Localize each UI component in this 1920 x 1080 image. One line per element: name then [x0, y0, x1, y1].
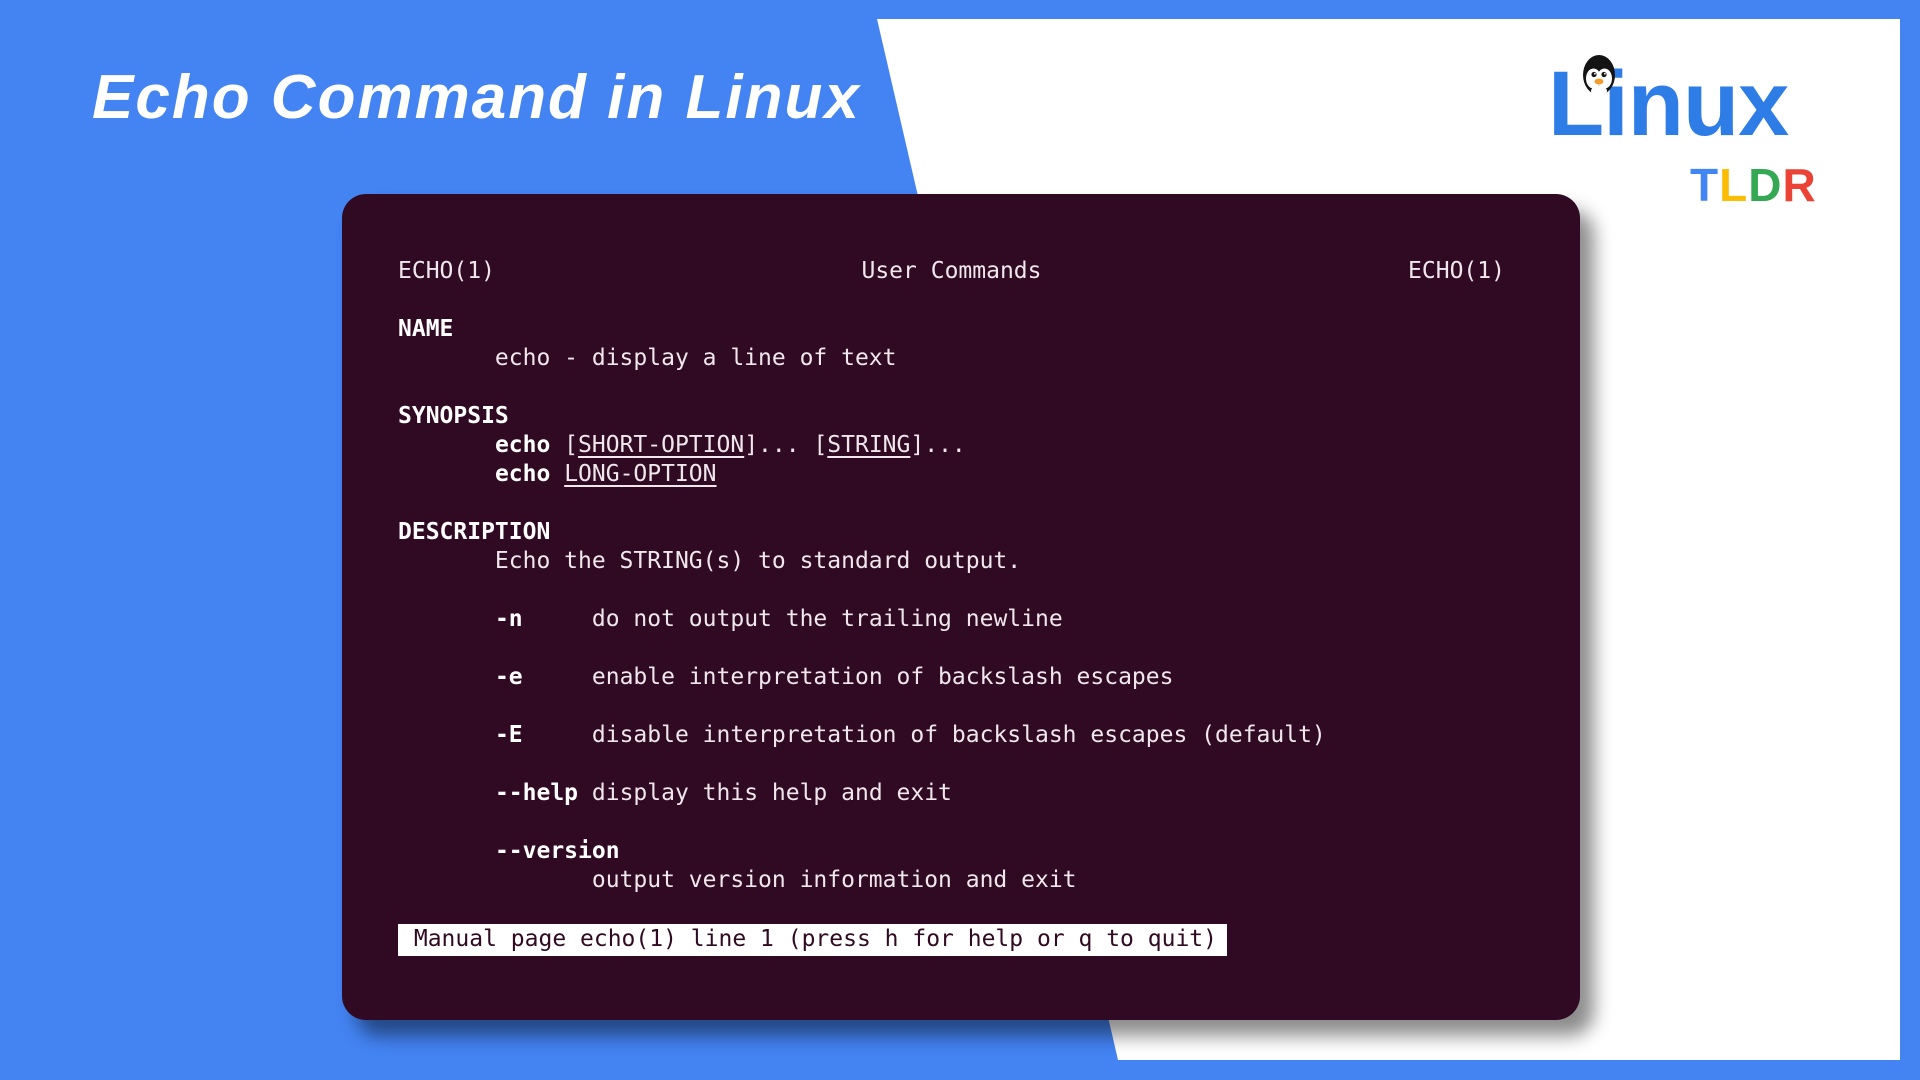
man-page-line: [398, 750, 1505, 779]
man-page-line: [398, 489, 1505, 518]
man-page-line: output version information and exit: [398, 867, 1077, 893]
man-page-line: Echo the STRING(s) to standard output.: [398, 548, 1022, 574]
man-page-line: -e enable interpretation of backslash es…: [494, 664, 1174, 690]
man-page-line: --version: [494, 838, 620, 864]
brand-subtitle-letter: R: [1782, 159, 1817, 211]
man-page-line: [398, 692, 1505, 721]
man-page-line: echo - display a line of text: [398, 345, 897, 371]
terminal-window[interactable]: ECHO(1) User Commands ECHO(1) NAME echo …: [342, 194, 1580, 1020]
man-header-center: User Commands: [861, 258, 1042, 284]
page-title: Echo Command in Linux: [92, 63, 861, 132]
man-page-line: echo [SHORT-OPTION]... [STRING]...: [494, 432, 966, 458]
man-page-line: echo LONG-OPTION: [494, 461, 717, 487]
man-page-line: -n do not output the trailing newline: [494, 606, 1063, 632]
penguin-icon: [1583, 55, 1615, 96]
status-row: Manual page echo(1) line 1 (press h for …: [398, 924, 1505, 956]
man-page-line: [398, 286, 1505, 315]
brand-logo: Linux TLDR: [1548, 55, 1848, 208]
man-page-line: [398, 634, 1505, 663]
man-page-line: [398, 895, 1505, 924]
man-header-left: ECHO(1): [398, 258, 495, 284]
man-page-line: DESCRIPTION: [398, 519, 551, 545]
man-page-line: [398, 576, 1505, 605]
man-page-line: NAME: [398, 316, 454, 342]
brand-subtitle: TLDR: [1690, 162, 1817, 208]
man-page-line: [398, 373, 1505, 402]
brand-subtitle-letter: T: [1690, 159, 1720, 211]
man-page-line: --help display this help and exit: [494, 780, 952, 806]
pager-status-bar: Manual page echo(1) line 1 (press h for …: [398, 924, 1227, 956]
man-page-line: SYNOPSIS: [398, 403, 509, 429]
man-page-line: -E disable interpretation of backslash e…: [494, 722, 1326, 748]
man-page-line: [398, 808, 1505, 837]
brand-subtitle-letter: D: [1748, 159, 1783, 211]
man-header-right: ECHO(1): [1408, 258, 1505, 284]
man-page-header: ECHO(1) User Commands ECHO(1): [398, 257, 1505, 286]
brand-subtitle-letter: L: [1719, 159, 1749, 211]
